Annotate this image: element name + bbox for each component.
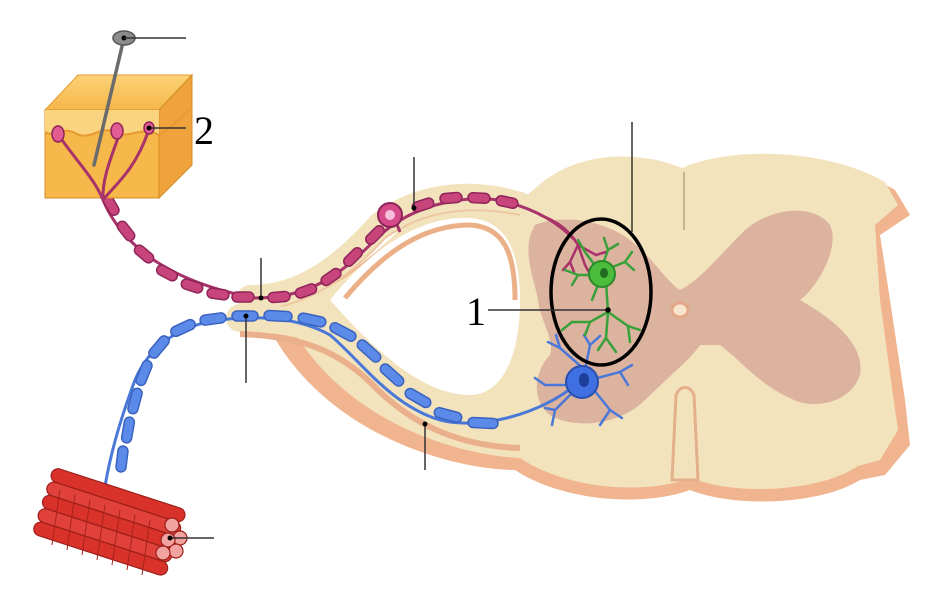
muscle-striations [51, 489, 151, 576]
spinal-cord [268, 122, 910, 502]
pointer-dot-label-1 [605, 307, 611, 313]
skin-side-wave [158, 107, 193, 136]
receptor-ending-left [51, 125, 65, 143]
central-canal [670, 301, 690, 319]
sensory-terminals [538, 213, 608, 276]
muscle-bundle-icon [33, 468, 214, 576]
root-gap-shadow [343, 222, 518, 301]
sensory-neuron [101, 157, 608, 304]
pointer-dot-ventral-root [243, 313, 249, 319]
needle-icon [92, 30, 186, 167]
motor-myelin-segments [115, 309, 499, 473]
receptor-ending-middle [110, 122, 124, 140]
pointer-dot-muscle [167, 535, 173, 541]
needle-shaft [92, 36, 126, 167]
sensory-myelin-segments [102, 191, 519, 304]
dorsal-root-edge [249, 209, 521, 311]
skin-epidermis-layer [45, 110, 159, 136]
sensory-receptors [60, 130, 150, 202]
interneuron-highlight-ellipse [549, 217, 653, 367]
ventral-fissure [670, 386, 700, 482]
interneuron-nucleus [600, 268, 608, 278]
skin-block-icon [43, 73, 194, 202]
label-receptor-number: 2 [194, 108, 214, 153]
pointer-dot-motor-axon [422, 421, 428, 427]
pointer-dot-label-2 [146, 125, 152, 131]
ventral-root-edge [239, 331, 521, 451]
muscle-fibers [33, 468, 186, 576]
motor-axon [101, 316, 579, 501]
interneuron [488, 217, 653, 367]
label-interneuron-number: 1 [466, 289, 486, 334]
pointer-dot-ganglion [411, 205, 417, 211]
motor-nucleus [579, 373, 589, 387]
sensory-nucleus [385, 210, 395, 220]
pointer-dot-dorsal-root [258, 295, 264, 301]
